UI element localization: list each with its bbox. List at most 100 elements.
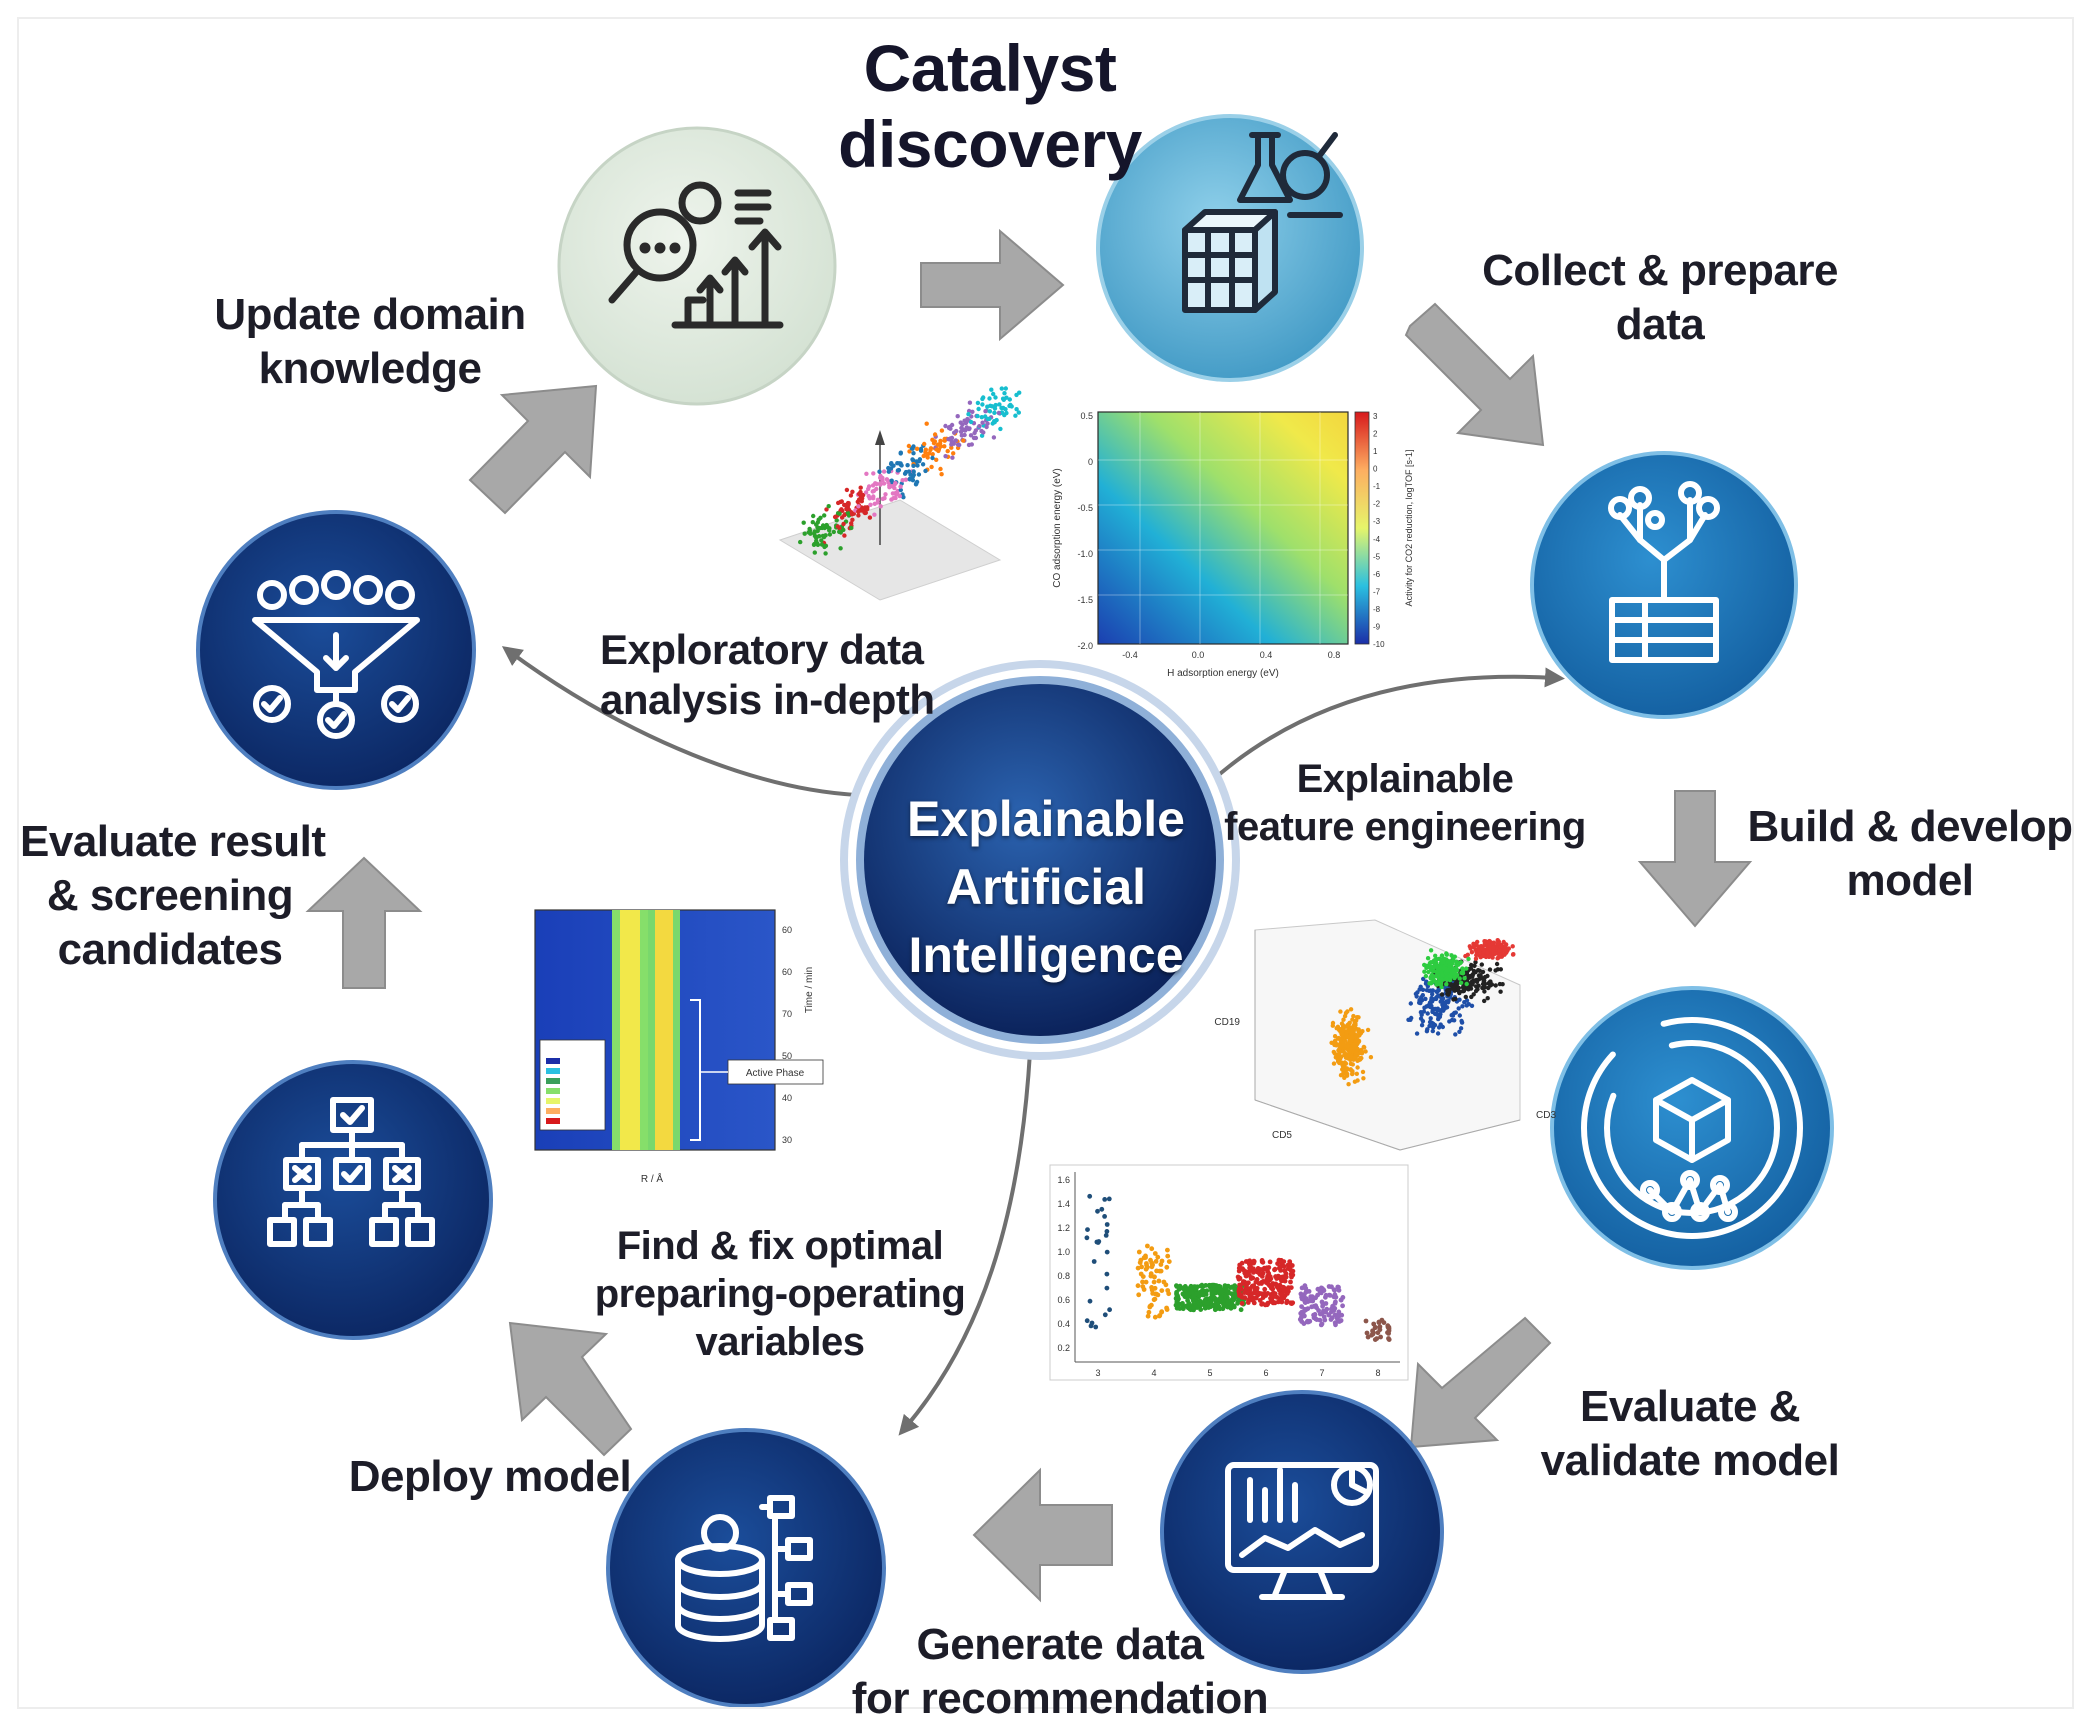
cd-point xyxy=(1457,990,1462,996)
cd-point xyxy=(1479,962,1485,967)
swarm-point xyxy=(1245,1272,1251,1278)
node-analytics xyxy=(1160,1390,1444,1674)
cd-point xyxy=(1502,948,1508,954)
swarm-point xyxy=(1306,1289,1312,1294)
eda-point xyxy=(835,524,841,529)
cd-point xyxy=(1348,1046,1353,1052)
curve-center-to-tree xyxy=(1204,667,1565,788)
heatmap-cbar-label: Activity for CO2 reduction, logTOF [s-1] xyxy=(1404,450,1414,607)
filter-funnel-icon xyxy=(252,570,420,739)
swarm-point xyxy=(1146,1309,1152,1315)
phase-ytick: 60 xyxy=(782,967,792,977)
eda-point xyxy=(844,487,850,493)
eda-point xyxy=(886,480,891,485)
eda-point xyxy=(870,483,876,488)
cd-point xyxy=(1454,982,1459,988)
cd-point xyxy=(1510,952,1516,957)
center-node xyxy=(840,660,1240,1060)
swarm-point xyxy=(1212,1302,1218,1308)
cd-point xyxy=(1440,972,1445,978)
swarm-point xyxy=(1374,1336,1380,1341)
cd-point xyxy=(1347,1040,1352,1045)
cd-point xyxy=(1474,977,1479,983)
cd-point xyxy=(1354,1033,1360,1038)
eda-point xyxy=(856,504,861,509)
swarm-point xyxy=(1164,1264,1170,1270)
feature-line-2: feature engineering xyxy=(1224,805,1586,849)
cd-point xyxy=(1439,992,1445,997)
swarm-point xyxy=(1207,1282,1213,1288)
screening-line-1: Evaluate result xyxy=(20,817,326,866)
evaluate-line-2: validate model xyxy=(1540,1436,1840,1485)
eda-point xyxy=(985,421,990,426)
cd-point xyxy=(1439,978,1445,983)
eda-point xyxy=(818,515,823,520)
cd-point xyxy=(1344,1054,1349,1059)
eda-point xyxy=(823,543,829,548)
swarm-point xyxy=(1102,1312,1108,1318)
swarm-point xyxy=(1238,1266,1244,1271)
eda-point xyxy=(923,468,928,474)
cd-point xyxy=(1457,1013,1463,1018)
swarm-point xyxy=(1326,1284,1332,1289)
swarm-point xyxy=(1364,1330,1370,1336)
cd-point xyxy=(1419,1022,1425,1028)
cd-point xyxy=(1332,1039,1338,1044)
swarm-point xyxy=(1091,1259,1097,1264)
center-line-2: Artificial xyxy=(945,859,1147,915)
label-optimal: Find & fix optimal preparing-operating v… xyxy=(590,1222,970,1366)
eda-point xyxy=(827,532,833,537)
cd-point xyxy=(1453,1032,1458,1037)
eda-point xyxy=(1004,395,1009,400)
cd-point xyxy=(1341,1071,1346,1077)
node-filter-funnel xyxy=(196,510,476,790)
eda-point xyxy=(993,395,998,400)
cd-point xyxy=(1341,1017,1346,1022)
eda-point xyxy=(985,416,990,422)
swarm-point xyxy=(1184,1292,1189,1297)
cd-point xyxy=(1334,1042,1340,1047)
swarm-point xyxy=(1289,1301,1295,1306)
swarm-point xyxy=(1189,1289,1195,1295)
swarm-point xyxy=(1141,1287,1147,1292)
swarm-point xyxy=(1316,1308,1321,1313)
eda-point xyxy=(980,420,985,425)
cd-point xyxy=(1491,945,1496,951)
swarm-point xyxy=(1176,1296,1181,1302)
cd-point xyxy=(1426,969,1431,975)
analytics-monitor-icon xyxy=(1225,1462,1379,1600)
cd-point xyxy=(1343,1010,1349,1016)
cd-point xyxy=(1430,992,1435,997)
heatmap-ylabel: CO adsorption energy (eV) xyxy=(1052,468,1063,588)
cd-point xyxy=(1457,1029,1462,1035)
eda-point xyxy=(914,481,919,486)
eda-point xyxy=(962,427,967,433)
eda-point xyxy=(939,472,944,477)
swarm-point xyxy=(1302,1306,1308,1312)
swarm-point xyxy=(1103,1233,1109,1238)
swarm-point xyxy=(1301,1292,1307,1297)
heatmap-ctick: -10 xyxy=(1373,640,1385,649)
cd-point xyxy=(1363,1049,1368,1054)
cd-point xyxy=(1454,968,1459,973)
cd-point xyxy=(1485,950,1490,955)
cd-point xyxy=(1473,970,1478,975)
arrow-evaluate-diag xyxy=(1409,1316,1552,1449)
swarm-point xyxy=(1317,1289,1323,1295)
cd-point xyxy=(1352,1042,1357,1047)
optimal-line-1: Find & fix optimal xyxy=(616,1224,944,1268)
swarm-point xyxy=(1288,1285,1294,1290)
swarm-ytick: 0.6 xyxy=(1057,1295,1070,1305)
eda-point xyxy=(969,442,974,447)
eda-point xyxy=(898,484,903,489)
title-line-1: Catalyst xyxy=(863,31,1117,105)
cd-point xyxy=(1498,967,1504,972)
swarm-point xyxy=(1221,1302,1226,1307)
swarm-point xyxy=(1270,1294,1276,1300)
swarm-point xyxy=(1166,1291,1172,1297)
arrow-build-down xyxy=(1637,790,1753,928)
heatmap-ctick: 3 xyxy=(1373,412,1378,421)
eda-point xyxy=(872,512,877,517)
eda-point xyxy=(990,421,995,426)
swarm-xtick: 7 xyxy=(1319,1368,1324,1378)
